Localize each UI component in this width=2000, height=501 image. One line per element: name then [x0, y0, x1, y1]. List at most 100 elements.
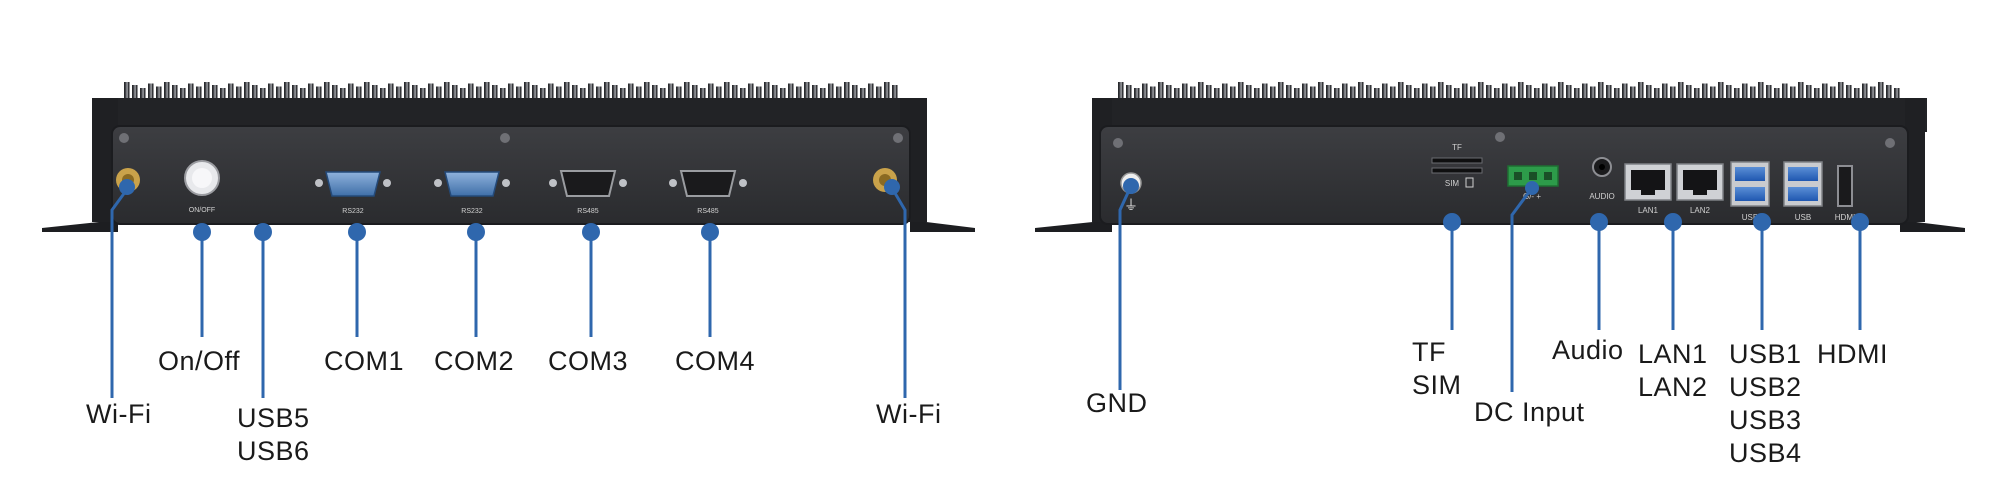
com3-db9-port: RS485: [549, 170, 627, 215]
heatsink-fin: [1614, 88, 1620, 100]
left-mount-flange-right: [910, 220, 975, 232]
heatsink-fin: [476, 86, 482, 100]
heatsink-fin: [548, 83, 554, 100]
heatsink-fin: [396, 86, 402, 100]
heatsink-fin: [724, 82, 730, 100]
sim-silkscreen: SIM: [1445, 179, 1460, 188]
callout-dot: [582, 223, 600, 241]
heatsink-fin: [1678, 82, 1684, 100]
heatsink-fin: [652, 85, 658, 100]
heatsink-fin: [1382, 83, 1388, 100]
left-unit: ON/OFF RS232 RS232 RS485 RS485: [42, 82, 975, 232]
heatsink-fin: [1318, 82, 1324, 100]
heatsink-fin: [1406, 85, 1412, 100]
callout-text: TF: [1412, 337, 1446, 367]
heatsink-fin: [1574, 88, 1580, 100]
heatsink-fin: [1206, 85, 1212, 100]
callout-text: USB1: [1729, 339, 1802, 369]
callout-dot: [1664, 213, 1682, 231]
heatsink-fin: [348, 83, 354, 100]
heatsink-fin: [420, 88, 426, 100]
heatsink-fin: [1430, 86, 1436, 100]
heatsink-fin: [836, 86, 842, 100]
leader-line-dc-input: [1510, 187, 1534, 392]
callout-com2: COM2: [434, 345, 514, 378]
callout-com1: COM1: [324, 345, 404, 378]
heatsink-fin: [1806, 85, 1812, 100]
heatsink-fin: [1510, 86, 1516, 100]
hdmi-silkscreen: HDMI: [1835, 213, 1855, 222]
screw-icon: [1495, 132, 1505, 142]
heatsink-fin: [460, 88, 466, 100]
right-mount-flange-left: [1035, 220, 1112, 232]
heatsink-fin: [604, 82, 610, 100]
heatsink-fin: [700, 88, 706, 100]
rs485-silkscreen: RS485: [697, 208, 719, 215]
heatsink-fin: [1790, 86, 1796, 100]
heatsink-fin: [732, 85, 738, 100]
heatsink-fin: [1558, 82, 1564, 100]
heatsink-fin: [1334, 88, 1340, 100]
heatsink-fin: [1326, 85, 1332, 100]
heatsink-fin: [300, 88, 306, 100]
heatsink-fin: [1142, 83, 1148, 100]
callout-dot: [1753, 213, 1771, 231]
heatsink-fin: [1702, 83, 1708, 100]
heatsink-fin: [1630, 86, 1636, 100]
heatsink-fin: [268, 83, 274, 100]
heatsink-fin: [812, 85, 818, 100]
callout-usb56: USB5 USB6: [237, 402, 310, 468]
callout-text: Wi-Fi: [86, 399, 152, 429]
heatsink-fin: [1294, 88, 1300, 100]
heatsink-fin: [1358, 82, 1364, 100]
dc-silkscreen: G/- +: [1523, 192, 1541, 201]
heatsink-fin: [148, 83, 154, 100]
heatsink-fin: [1774, 88, 1780, 100]
heatsink-fin: [1438, 82, 1444, 100]
heatsink-fin: [532, 85, 538, 100]
lan2-silkscreen: LAN2: [1690, 206, 1711, 215]
lan1-silkscreen: LAN1: [1638, 206, 1659, 215]
heatsink-fin: [1494, 88, 1500, 100]
heatsink-fin: [516, 86, 522, 100]
heatsink-fin: [340, 88, 346, 100]
callout-dot: [701, 223, 719, 241]
callout-dot: [1590, 213, 1608, 231]
heatsink-fin: [1598, 82, 1604, 100]
callout-text: Audio: [1552, 335, 1624, 365]
heatsink-fin: [772, 85, 778, 100]
heatsink-fin: [380, 88, 386, 100]
left-heatsink-fins: [124, 82, 898, 100]
callout-text: DC Input: [1474, 397, 1585, 427]
callout-wifi-left: Wi-Fi: [86, 398, 151, 431]
heatsink-fin: [1190, 86, 1196, 100]
rs232-silkscreen: RS232: [461, 208, 483, 215]
heatsink-fin: [1830, 86, 1836, 100]
heatsink-fin: [1734, 88, 1740, 100]
heatsink-fin: [628, 83, 634, 100]
ground-icon: ⏚: [1124, 197, 1138, 213]
heatsink-fin: [852, 85, 858, 100]
heatsink-fin: [332, 85, 338, 100]
right-side-bracket-right: [1905, 98, 1925, 222]
heatsink-fin: [412, 85, 418, 100]
callout-text: USB4: [1729, 438, 1802, 468]
screw-icon: [119, 133, 129, 143]
usb-stack-1: USB: [1730, 161, 1770, 222]
heatsink-fin: [620, 88, 626, 100]
heatsink-fin: [1654, 88, 1660, 100]
heatsink-fin: [188, 83, 194, 100]
heatsink-fin: [228, 83, 234, 100]
right-unit: ⏚ TF SIM G/- + AUDIO LAN1: [1035, 82, 1965, 232]
heatsink-fin: [572, 85, 578, 100]
callout-leaders: [110, 185, 1862, 398]
callout-dot: [884, 179, 900, 195]
heatsink-fin: [140, 88, 146, 100]
heatsink-fin: [180, 88, 186, 100]
heatsink-fin: [1230, 86, 1236, 100]
leader-line-wifi-left: [110, 187, 130, 398]
callout-text: COM2: [434, 346, 515, 376]
heatsink-fin: [828, 83, 834, 100]
heatsink-fin: [540, 88, 546, 100]
